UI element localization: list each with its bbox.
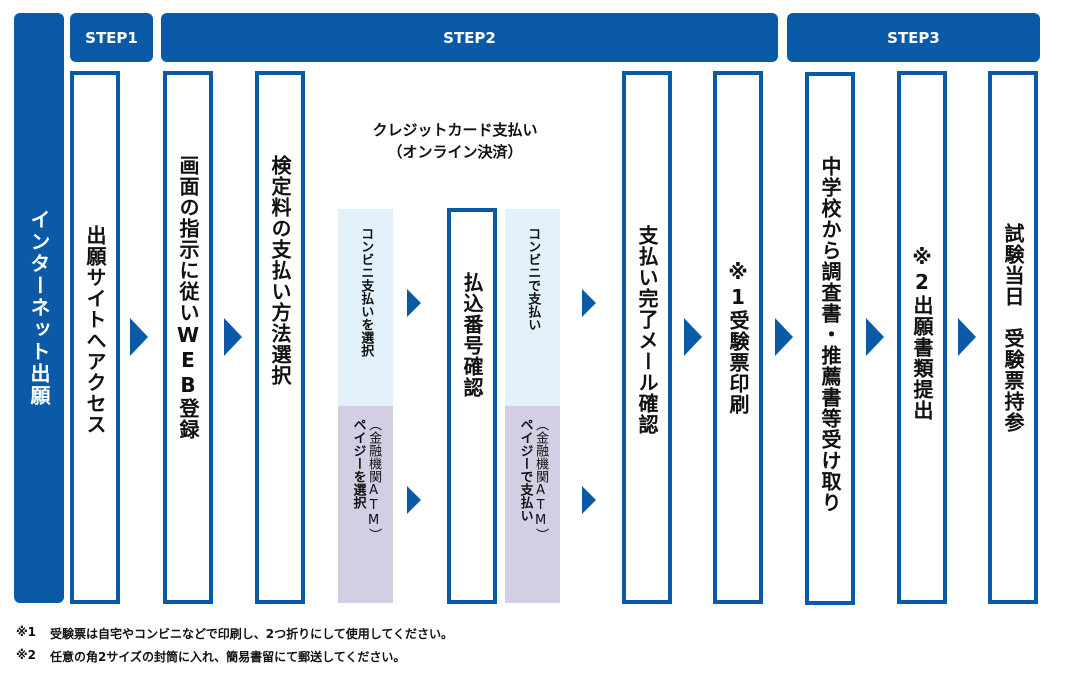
- box-exam-day: 試験当日 受験票持参: [988, 71, 1038, 604]
- internet-application-banner: インターネット出願: [14, 13, 64, 603]
- box-payment-number: 払込番号確認: [447, 208, 497, 604]
- note-1: ※1 受験票は自宅やコンビニなどで印刷し、2つ折りにして使用してください。: [16, 625, 453, 642]
- panel-pay-convenience-label: コンビニで支払い: [525, 227, 541, 331]
- panel-pay-payeasy: ペイジーで支払い （金融機関ATM）: [505, 406, 560, 603]
- arrow-right-icon: [775, 318, 793, 356]
- box-collect-docs: 中学校から調査書・推薦書等受け取り: [805, 72, 855, 605]
- note-2-mark: ※2: [16, 648, 37, 662]
- box-exam-day-label: 試験当日 受験票持参: [1001, 223, 1025, 433]
- arrow-right-icon: [866, 318, 884, 356]
- box-submit-docs-label: ※2出願書類提出: [910, 245, 934, 421]
- box-collect-docs-label: 中学校から調査書・推薦書等受け取り: [818, 156, 842, 513]
- step2-label: STEP2: [443, 28, 496, 47]
- arrow-right-icon: [582, 289, 596, 317]
- box-payment-method: 検定料の支払い方法選択: [255, 71, 305, 604]
- box-apply-site-label: 出願サイトへアクセス: [83, 225, 107, 435]
- step1-header: STEP1: [70, 13, 153, 62]
- box-web-register-label: 画面の指示に従いWEB登録: [176, 155, 200, 440]
- arrow-right-icon: [407, 289, 421, 317]
- panel-select-payeasy-label: ペイジーを選択: [350, 418, 366, 509]
- credit-card-subtitle: （オンライン決済）: [387, 143, 523, 161]
- arrow-right-icon: [407, 486, 421, 514]
- arrow-right-icon: [224, 318, 242, 356]
- box-payment-number-label: 払込番号確認: [460, 272, 484, 398]
- box-print-ticket-label: ※1受験票印刷: [726, 260, 750, 415]
- panel-select-payeasy-sub: （金融機関ATM）: [366, 418, 382, 541]
- panel-select-convenience-label: コンビニ支払いを選択: [358, 227, 374, 357]
- box-payment-method-label: 検定料の支払い方法選択: [268, 155, 292, 386]
- panel-pay-payeasy-sub: （金融機関ATM）: [533, 418, 549, 541]
- panel-select-payeasy: ペイジーを選択 （金融機関ATM）: [338, 406, 393, 603]
- box-payment-complete: 支払い完了メール確認: [622, 71, 672, 604]
- note-2-text: 任意の角2サイズの封筒に入れ、簡易書留にて郵送してください。: [50, 650, 406, 664]
- box-apply-site: 出願サイトへアクセス: [70, 71, 120, 604]
- credit-card-title: クレジットカード支払い: [372, 121, 538, 139]
- panel-pay-convenience: コンビニで支払い: [505, 209, 560, 406]
- note-2: ※2 任意の角2サイズの封筒に入れ、簡易書留にて郵送してください。: [16, 648, 405, 665]
- note-1-mark: ※1: [16, 625, 37, 639]
- box-web-register: 画面の指示に従いWEB登録: [163, 71, 213, 604]
- arrow-right-icon: [130, 318, 148, 356]
- note-1-text: 受験票は自宅やコンビニなどで印刷し、2つ折りにして使用してください。: [50, 627, 454, 641]
- box-submit-docs: ※2出願書類提出: [897, 71, 947, 604]
- arrow-right-icon: [958, 318, 976, 356]
- arrow-right-icon: [582, 486, 596, 514]
- banner-label: インターネット出願: [27, 209, 51, 407]
- panel-pay-payeasy-label: ペイジーで支払い: [517, 418, 533, 522]
- step3-label: STEP3: [887, 28, 940, 47]
- step2-header: STEP2: [161, 13, 778, 62]
- box-payment-complete-label: 支払い完了メール確認: [635, 225, 659, 435]
- box-print-ticket: ※1受験票印刷: [713, 71, 763, 604]
- panel-select-convenience: コンビニ支払いを選択: [338, 209, 393, 406]
- step3-header: STEP3: [787, 13, 1040, 62]
- arrow-right-icon: [684, 318, 702, 356]
- step1-label: STEP1: [85, 28, 138, 47]
